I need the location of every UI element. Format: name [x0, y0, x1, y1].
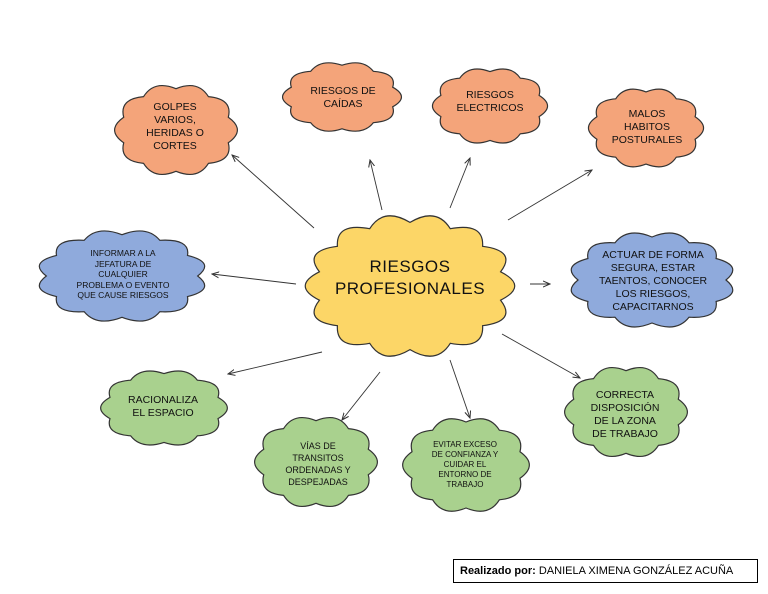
node-actuar-line: TAENTOS, CONOCER: [598, 275, 708, 287]
node-evitar-line: ENTORNO DE: [438, 470, 492, 479]
node-racionaliza: RACIONALIZA EL ESPACIO: [108, 394, 218, 420]
node-electricos: RIESGOS ELECTRICOS: [435, 89, 545, 115]
arrow-caidas: [370, 160, 383, 211]
cloud-evitar: [402, 418, 530, 512]
credit-name: DANIELA XIMENA GONZÁLEZ ACUÑA: [538, 565, 734, 577]
author-credit: Realizado por: DANIELA XIMENA GONZÁLEZ A…: [453, 559, 758, 583]
node-caidas: RIESGOS DE CAÍDAS: [283, 85, 403, 111]
arrow-golpes: [232, 155, 315, 229]
node-evitar-line: EVITAR EXCESO: [433, 440, 497, 449]
cloud-correcta: [564, 366, 688, 458]
arrow-vias: [342, 371, 381, 420]
center-cloud: [304, 215, 516, 357]
node-actuar-line: SEGURA, ESTAR: [610, 262, 696, 274]
node-electricos-line: ELECTRICOS: [456, 102, 524, 114]
node-evitar-line: DE CONFIANZA Y: [431, 450, 499, 459]
node-electricos-line: RIESGOS: [466, 89, 514, 101]
cloud-golpes: [114, 84, 238, 176]
node-correcta-line: DISPOSICIÓN: [590, 402, 660, 414]
node-habitos-line: MALOS: [628, 108, 666, 120]
node-caidas-line: CAÍDAS: [323, 98, 363, 110]
arrow-habitos: [507, 170, 592, 221]
node-evitar-line: TRABAJO: [446, 480, 484, 489]
node-vias-line: VÍAS DE: [300, 441, 336, 451]
node-vias-line: TRANSITOS: [292, 453, 344, 463]
cloud-caidas: [281, 62, 403, 132]
node-correcta-line: DE LA ZONA: [594, 415, 656, 427]
node-evitar: EVITAR EXCESO DE CONFIANZA Y CUIDAR EL E…: [405, 440, 525, 490]
node-habitos-line: HABITOS: [624, 121, 670, 133]
node-informar-line: QUE CAUSE RIESGOS: [77, 290, 169, 300]
arrow-informar: [212, 274, 297, 285]
arrow-correcta: [501, 333, 580, 378]
node-racionaliza-line: EL ESPACIO: [132, 407, 194, 419]
node-vias: VÍAS DE TRANSITOS ORDENADAS Y DESPEJADAS: [258, 440, 378, 488]
node-habitos: MALOS HABITOS POSTURALES: [592, 108, 702, 147]
node-golpes-line: VARIOS,: [154, 114, 196, 126]
arrow-electricos: [449, 158, 470, 209]
node-golpes-line: HERIDAS O: [146, 127, 204, 139]
node-actuar-line: ACTUAR DE FORMA: [602, 249, 704, 261]
center-node-label: RIESGOS PROFESIONALES: [310, 256, 510, 300]
node-golpes-line: GOLPES: [153, 101, 197, 113]
node-correcta-line: DE TRABAJO: [592, 428, 658, 440]
node-golpes: GOLPES VARIOS, HERIDAS O CORTES: [120, 101, 230, 153]
cloud-actuar: [570, 232, 734, 328]
cloud-habitos: [587, 88, 705, 168]
node-informar: INFORMAR A LA JEFATURA DE CUALQUIER PROB…: [48, 248, 198, 301]
arrow-racionaliza: [228, 351, 323, 374]
cloud-racionaliza: [100, 370, 228, 446]
center-line-1: RIESGOS: [369, 257, 451, 276]
node-correcta: CORRECTA DISPOSICIÓN DE LA ZONA DE TRABA…: [570, 389, 680, 441]
node-golpes-line: CORTES: [153, 140, 197, 152]
node-evitar-line: CUIDAR EL: [443, 460, 487, 469]
node-informar-line: CUALQUIER: [98, 269, 148, 279]
center-line-2: PROFESIONALES: [334, 279, 486, 298]
cloud-informar: [38, 230, 206, 322]
node-actuar-line: CAPACITARNOS: [612, 301, 694, 313]
node-correcta-line: CORRECTA: [595, 389, 655, 401]
node-habitos-line: POSTURALES: [611, 134, 683, 146]
node-actuar-line: LOS RIESGOS,: [615, 288, 691, 300]
node-vias-line: ORDENADAS Y: [285, 465, 351, 475]
node-informar-line: PROBLEMA O EVENTO: [76, 279, 170, 290]
node-racionaliza-line: RACIONALIZA: [127, 394, 198, 406]
arrow-evitar: [449, 359, 470, 418]
node-informar-line: INFORMAR A LA: [90, 248, 156, 258]
cloud-vias: [254, 416, 378, 508]
node-actuar: ACTUAR DE FORMA SEGURA, ESTAR TAENTOS, C…: [578, 249, 728, 314]
node-caidas-line: RIESGOS DE: [310, 85, 376, 97]
node-informar-line: JEFATURA DE: [94, 258, 152, 269]
credit-label: Realizado por:: [460, 565, 536, 577]
cloud-electricos: [431, 68, 549, 144]
node-vias-line: DESPEJADAS: [288, 477, 348, 487]
